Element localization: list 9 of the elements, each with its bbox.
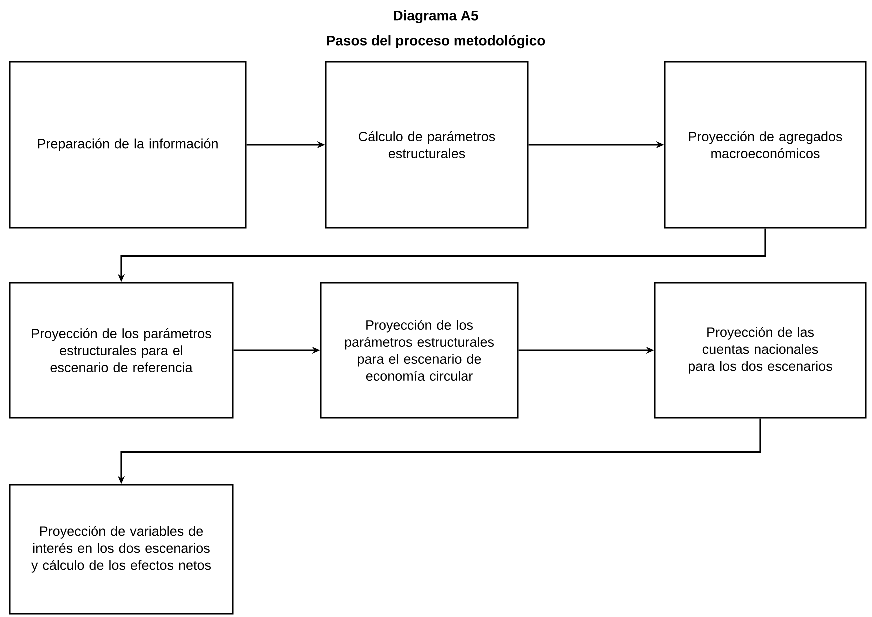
process-box: Proyección de los parámetros estructurales para el escenario de economía circular: [320, 282, 519, 419]
process-box: Cálculo de parámetros estructurales: [325, 61, 529, 229]
title: Diagrama A5: [394, 10, 478, 24]
process-box: Proyección de variables de interés en los dos escenarios y cálculo de los efectos netos: [9, 484, 234, 615]
subtitle: Pasos del proceso metodológico: [327, 35, 546, 49]
process-box: Proyección de agregados macroeconómicos: [664, 61, 867, 229]
process-box: Proyección de las cuentas nacionales para los dos escenarios: [654, 282, 867, 419]
process-box: Preparación de la información: [9, 61, 247, 229]
process-box: Proyección de los parámetros estructurales para el escenario de referencia: [9, 282, 234, 419]
